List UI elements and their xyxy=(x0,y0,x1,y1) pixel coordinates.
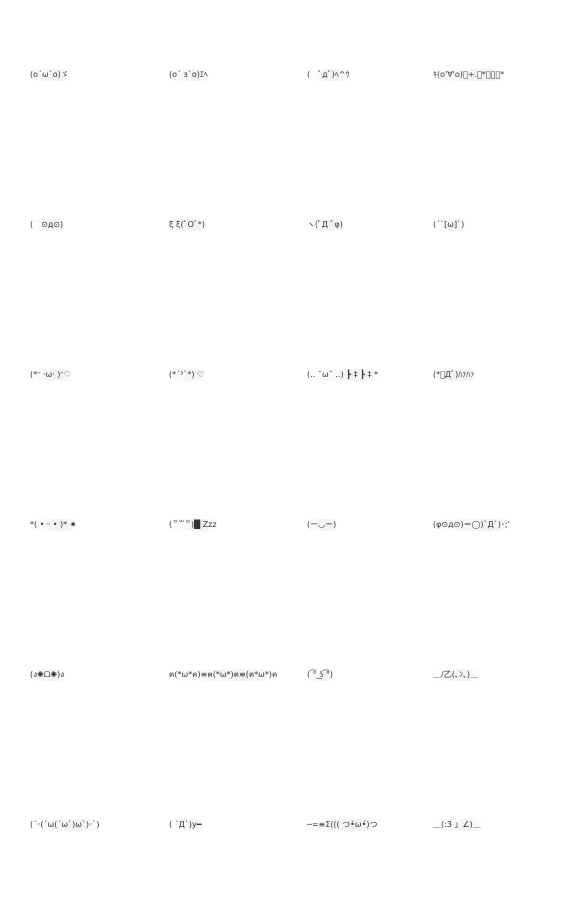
kaomoji-cell: (o´ω`o)ゞ xyxy=(0,0,140,150)
kaomoji-cell: ( ﾟдﾟ)ﾍ^ｳ xyxy=(280,0,422,150)
kaomoji-item[interactable]: ฅ(*ω*ฅ)≡ฅ(*ω*)ฅ≡(ฅ*ω*)ฅ xyxy=(167,669,280,681)
kaomoji-item[interactable]: (*´³`*) ♡ xyxy=(167,369,207,381)
kaomoji-cell: (o´ з`o)ｴﾍ xyxy=(140,0,280,150)
kaomoji-cell: ( ͡° ͜ʖ ͡°) xyxy=(280,600,422,750)
kaomoji-cell: (*´³`*) ♡ xyxy=(140,300,280,450)
kaomoji-item[interactable]: ( ´Д`)y━ xyxy=(167,819,204,831)
kaomoji-cell: ( ⊙д⊙) xyxy=(0,150,140,300)
kaomoji-item[interactable]: (ˊᵕ(ˊω(ˊω`)ω`)ᵕˋ) xyxy=(28,819,102,831)
kaomoji-item[interactable]: ξ ξ(ﾟOﾟ*) xyxy=(167,219,208,231)
kaomoji-cell: ─=≡Σ((( つ•̀ω•́)つ xyxy=(280,750,422,900)
kaomoji-item[interactable]: ＿/乙(､ﾝ､)＿ xyxy=(431,669,480,681)
kaomoji-cell: (φ⊙д⊙)＝◯)`Д`)･;' xyxy=(422,450,562,600)
kaomoji-cell: (ˊᵕ(ˊω(ˊω`)ω`)ᵕˋ) xyxy=(0,750,140,900)
kaomoji-item[interactable]: *( • ᵕ • )* ✷ xyxy=(28,519,79,531)
kaomoji-cell: (꒪꒳꒪)█ Zzz xyxy=(140,450,280,600)
kaomoji-item[interactable]: (*ᵔ ·ω· )ᵔ♡ xyxy=(28,369,73,381)
kaomoji-cell: (‥ ˘ω˘ ‥) ┣ ‡ ┣ ‡ * xyxy=(280,300,422,450)
kaomoji-item[interactable]: ( ⊙д⊙) xyxy=(28,219,66,231)
kaomoji-item[interactable]: ( ﾟдﾟ)ﾍ^ｳ xyxy=(305,69,352,81)
kaomoji-cell: (*ᵔ ·ω· )ᵔ♡ xyxy=(0,300,140,450)
kaomoji-cell: ＿/乙(､ﾝ､)＿ xyxy=(422,600,562,750)
kaomoji-cell: ξ ξ(ﾟOﾟ*) xyxy=(140,150,280,300)
kaomoji-cell: ｷ(o'∀'o)ﾟ+.ﾟ*･。ﾟ* xyxy=(422,0,562,150)
kaomoji-cell: ヽ(ﾟД ﾟφ) xyxy=(280,150,422,300)
kaomoji-cell: (ง✺ᗝ✺)ง xyxy=(0,600,140,750)
kaomoji-item[interactable]: ─=≡Σ((( つ•̀ω•́)つ xyxy=(305,819,380,831)
kaomoji-cell: (*ﾟДﾟ)ﾊｧﾊｧ xyxy=(422,300,562,450)
kaomoji-cell: ( ´Д`)y━ xyxy=(140,750,280,900)
kaomoji-item[interactable]: (o´ω`o)ゞ xyxy=(28,69,71,81)
kaomoji-item[interactable]: (*ﾟДﾟ)ﾊｧﾊｧ xyxy=(431,369,477,381)
kaomoji-item[interactable]: ( ͡° ͜ʖ ͡°) xyxy=(305,669,335,681)
kaomoji-item[interactable]: (‥ ˘ω˘ ‥) ┣ ‡ ┣ ‡ * xyxy=(305,369,381,381)
kaomoji-cell: ฅ(*ω*ฅ)≡ฅ(*ω*)ฅ≡(ฅ*ω*)ฅ xyxy=(140,600,280,750)
kaomoji-item[interactable]: (´`[ω]`) xyxy=(431,219,467,231)
kaomoji-cell: (´`[ω]`) xyxy=(422,150,562,300)
kaomoji-item[interactable]: (ง✺ᗝ✺)ง xyxy=(28,669,67,681)
kaomoji-item[interactable]: (o´ з`o)ｴﾍ xyxy=(167,69,210,81)
kaomoji-cell: *( • ᵕ • )* ✷ xyxy=(0,450,140,600)
kaomoji-cell: (ー◡ー) xyxy=(280,450,422,600)
kaomoji-item[interactable]: (ー◡ー) xyxy=(305,519,339,531)
kaomoji-item[interactable]: ヽ(ﾟД ﾟφ) xyxy=(305,219,345,231)
kaomoji-cell: ＿(:3 」∠)＿ xyxy=(422,750,562,900)
kaomoji-item[interactable]: (꒪꒳꒪)█ Zzz xyxy=(167,519,219,531)
kaomoji-item[interactable]: (φ⊙д⊙)＝◯)`Д`)･;' xyxy=(431,519,512,531)
kaomoji-item[interactable]: ｷ(o'∀'o)ﾟ+.ﾟ*･。ﾟ* xyxy=(431,69,507,81)
kaomoji-item[interactable]: ＿(:3 」∠)＿ xyxy=(431,819,483,831)
